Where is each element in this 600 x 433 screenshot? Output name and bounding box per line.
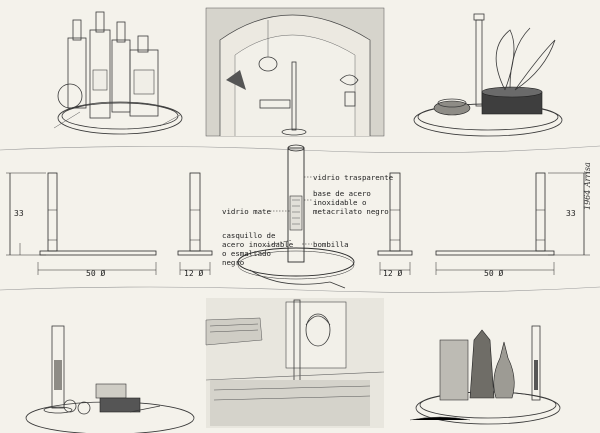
bottles-scene [53,11,183,135]
label-glass-matte: vidrio mate [222,207,271,216]
center-lamp-perspective [237,144,355,289]
label-base-line3: metacrilato negro [313,207,389,216]
interior-scene [205,7,385,137]
vases-scene [409,325,561,425]
label-bulb: bombilla [313,240,349,249]
label-glass-clear: vidrio trasparente [313,173,394,182]
right-elevation [435,172,590,275]
right-side-view [377,172,413,275]
tube-width-left-label: 12 Ø [184,268,203,278]
label-base-line1: base de acero [313,189,371,198]
tube-width-right-label: 12 Ø [383,268,402,278]
left-elevation [6,172,157,275]
base-width-right-label: 50 Ø [484,268,503,278]
annotation-leaders [265,176,312,247]
label-socket-line1: casquillo de [222,231,276,240]
height-right-label: 33 [566,209,576,218]
plant-scene [413,13,563,137]
height-left-label: 33 [14,209,24,218]
signature: 1964 Arrisa [583,162,592,210]
label-socket-line3: o esmaltado [222,249,271,258]
label-socket-line4: negro [222,258,244,267]
label-base-line2: inoxidable o [313,198,366,207]
base-width-left-label: 50 Ø [86,268,105,278]
desk-scene [25,325,195,433]
left-side-view [177,172,213,275]
portrait-scene [205,298,385,428]
label-socket-line2: acero inoxidable [222,240,294,249]
